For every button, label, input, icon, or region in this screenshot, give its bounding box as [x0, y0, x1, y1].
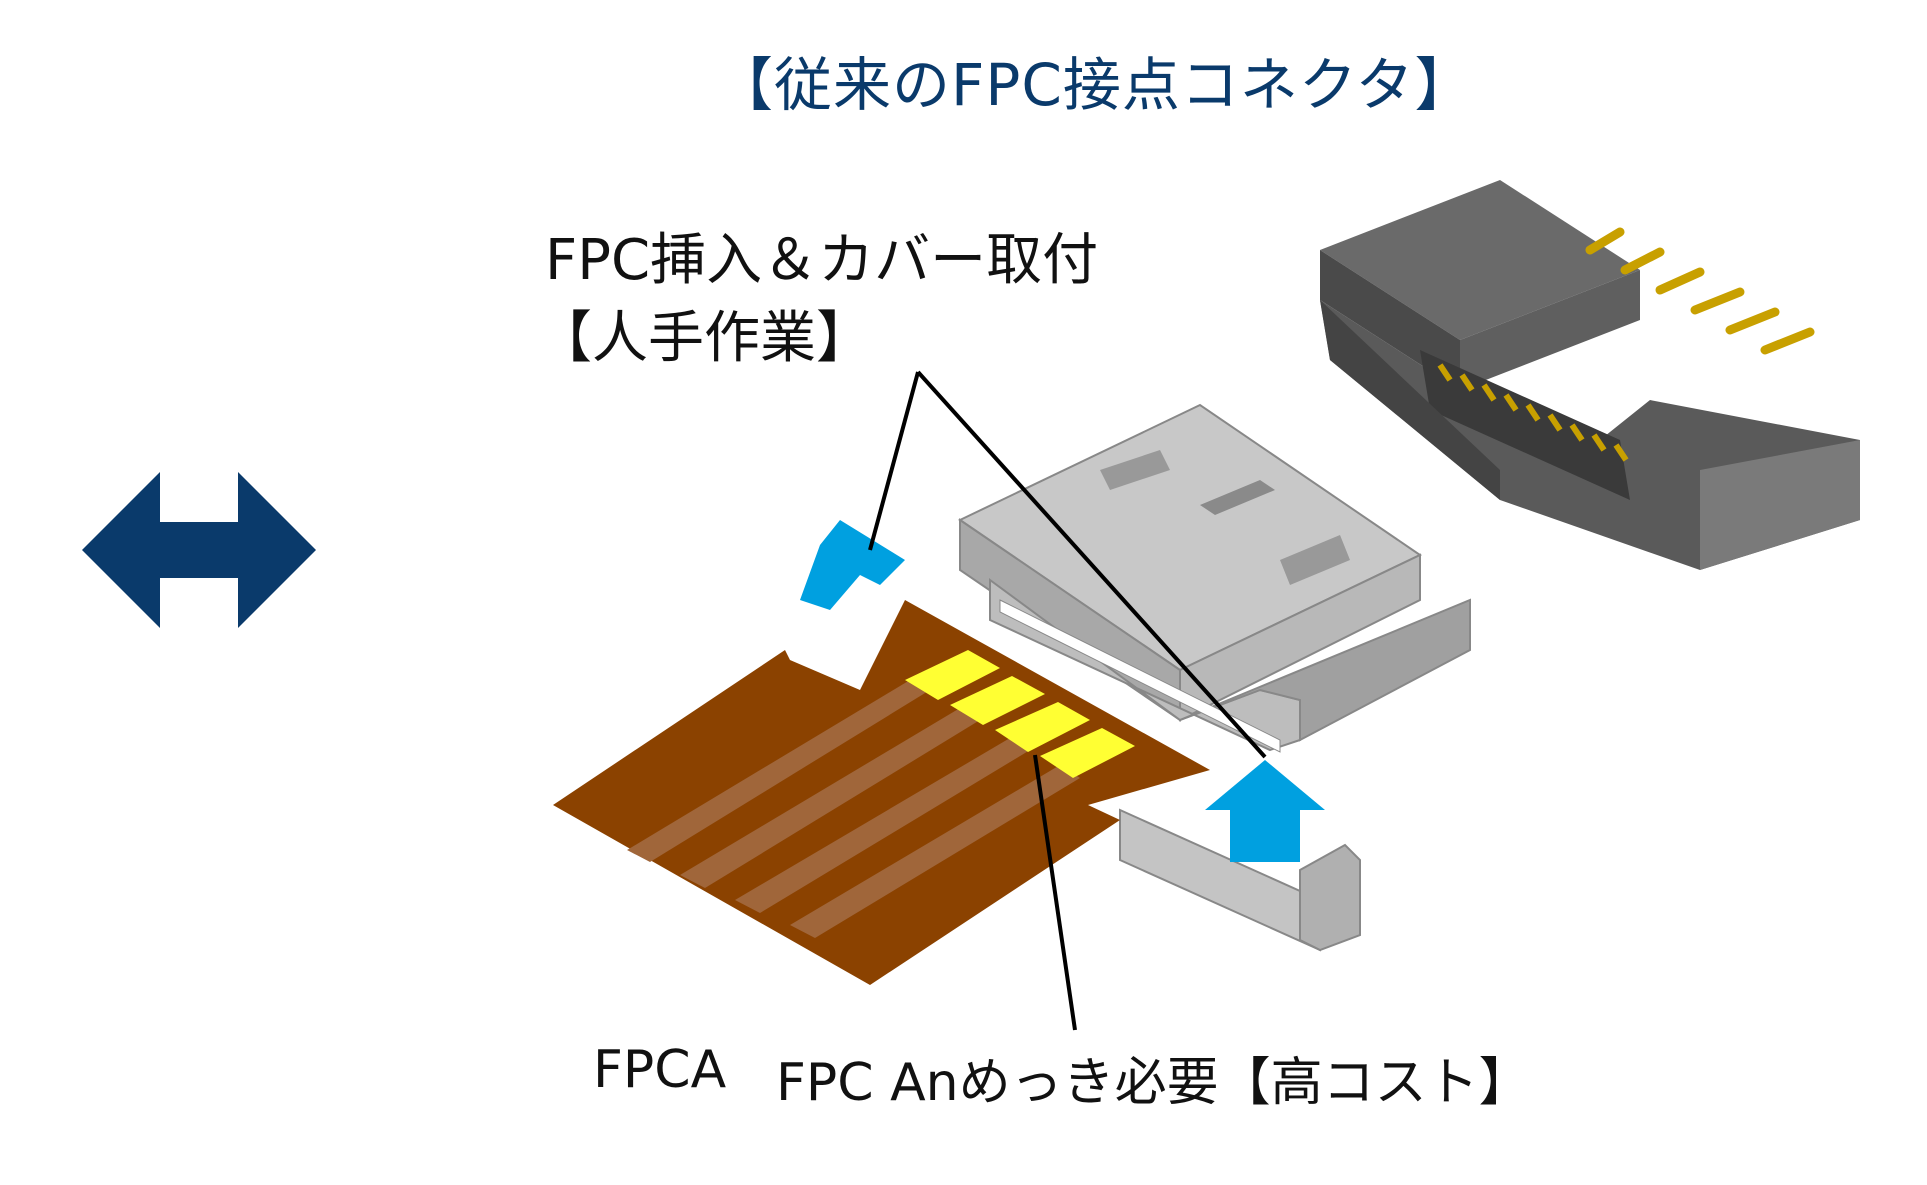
- page-title: 【従来のFPC接点コネクタ】: [715, 51, 1474, 119]
- leader-lines: [868, 370, 1267, 1031]
- cover-arrow-icon: [1205, 760, 1325, 862]
- fpc-ribbon: [553, 600, 1210, 985]
- process-label-line1: FPC挿入＆カバー取付: [545, 228, 1099, 293]
- fpc-cover: [1119, 808, 1361, 952]
- header-connector: [1320, 180, 1860, 570]
- double-arrow-icon: [82, 472, 316, 628]
- plating-label: FPC Anめっき必要【高コスト】: [776, 1053, 1531, 1113]
- fpca-label: FPCA: [593, 1040, 727, 1100]
- header-pins: [1585, 227, 1815, 355]
- insert-arrow-icon: [800, 520, 905, 610]
- process-label-line2: 【人手作業】: [536, 306, 872, 371]
